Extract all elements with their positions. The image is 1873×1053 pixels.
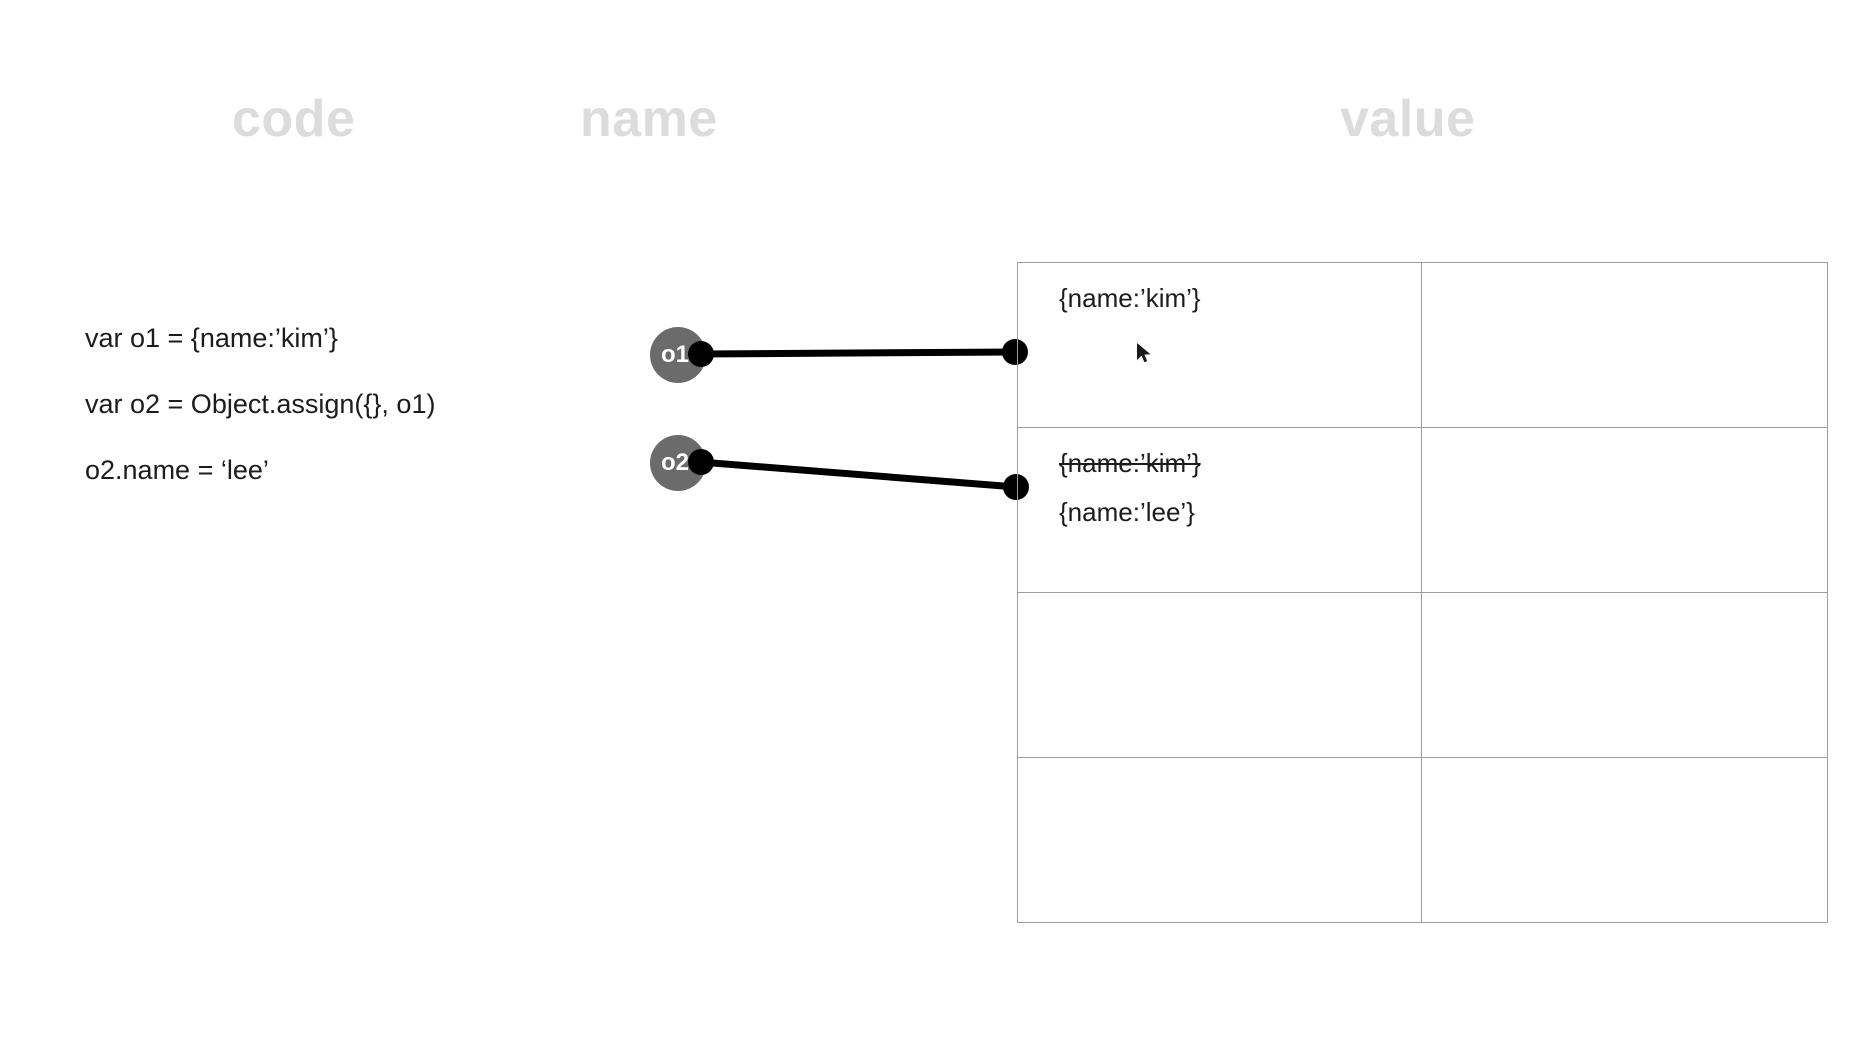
column-header-code: code [232,90,356,148]
reference-node-label: o2 [660,449,689,476]
reference-node-label: o1 [660,341,689,368]
code-line: var o1 = {name:’kim’} [85,323,338,353]
table-cell-value[interactable]: {name:’kim’} [1016,262,1423,428]
connector-line-o2 [696,458,1020,491]
value-table: {name:’kim’} {name:’kim’} {name:’lee’} [1016,262,1828,923]
table-row: {name:’kim’} [1016,262,1828,428]
table-cell-empty[interactable] [1016,592,1423,758]
code-block: var o1 = {name:’kim’} var o2 = Object.as… [85,325,565,484]
table-cell-empty[interactable] [1421,262,1828,428]
reference-node-o1[interactable]: o1 [650,327,706,383]
reference-node-o2[interactable]: o2 [650,435,706,491]
table-cell-empty[interactable] [1016,757,1423,923]
code-line: o2.name = ‘lee’ [85,455,269,485]
table-cell-empty[interactable] [1421,427,1828,593]
value-entry: {name:’lee’} [1059,497,1195,527]
value-entry: {name:’kim’} [1059,283,1201,313]
table-row [1016,757,1828,923]
column-header-name: name [580,90,718,148]
code-line: var o2 = Object.assign({}, o1) [85,389,436,419]
arrow-pointer-icon [1137,343,1151,363]
table-row [1016,592,1828,758]
connector-line-o1 [696,348,1020,358]
table-cell-empty[interactable] [1421,757,1828,923]
table-row: {name:’kim’} {name:’lee’} [1016,427,1828,593]
value-entry-struck: {name:’kim’} [1059,448,1201,478]
column-header-value: value [1340,90,1476,148]
table-cell-empty[interactable] [1421,592,1828,758]
table-cell-value[interactable]: {name:’kim’} {name:’lee’} [1016,427,1423,593]
